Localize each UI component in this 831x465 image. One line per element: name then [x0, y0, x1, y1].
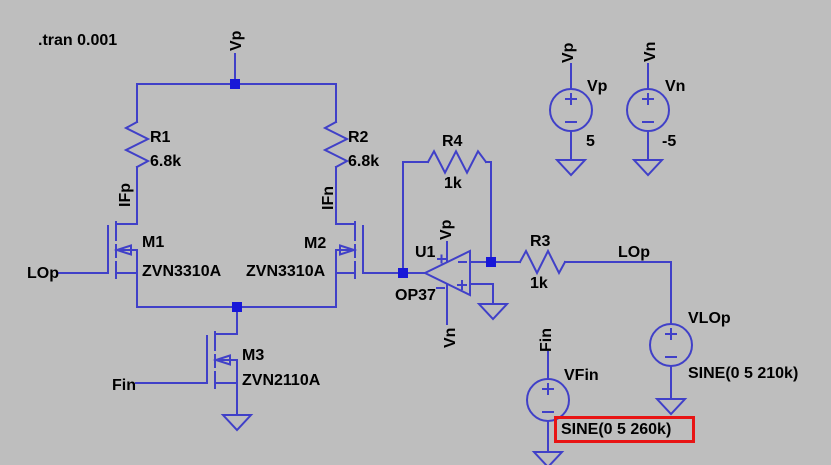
- nmos-M1-symbol[interactable]: [107, 221, 138, 279]
- Vp-value-label[interactable]: 5: [586, 133, 595, 150]
- net-label-Fin-source[interactable]: Fin: [538, 328, 555, 352]
- net-label-LOp-input[interactable]: LOp: [27, 265, 59, 282]
- opamp-U1-symbol[interactable]: [422, 249, 471, 297]
- wire-junction: [230, 79, 240, 89]
- M3-name-label[interactable]: M3: [242, 347, 264, 364]
- ground-icon[interactable]: [222, 414, 252, 431]
- wire-junction: [486, 257, 496, 267]
- net-label-LOp-output[interactable]: LOp: [618, 244, 650, 261]
- net-label-IFp[interactable]: IFp: [117, 183, 134, 207]
- ground-icon[interactable]: [478, 303, 508, 320]
- R3-name-label[interactable]: R3: [530, 233, 551, 250]
- VFin-name-label[interactable]: VFin: [564, 367, 599, 384]
- net-label-U1-vminus[interactable]: Vn: [442, 328, 459, 348]
- U1-model-label[interactable]: OP37: [395, 287, 436, 304]
- R2-name-label[interactable]: R2: [348, 129, 369, 146]
- net-label-Vp-source[interactable]: Vp: [560, 42, 577, 63]
- R3-value-label[interactable]: 1k: [530, 275, 548, 292]
- M1-model-label[interactable]: ZVN3310A: [142, 263, 222, 280]
- wire-junction: [398, 268, 408, 278]
- resistor-R2-symbol[interactable]: [322, 120, 350, 169]
- VFin-value-label[interactable]: SINE(0 5 260k): [561, 421, 671, 438]
- Vn-value-label[interactable]: -5: [662, 133, 676, 150]
- ground-icon[interactable]: [533, 451, 563, 465]
- M2-model-label[interactable]: ZVN3310A: [246, 263, 326, 280]
- voltage-source-Vn-symbol[interactable]: [626, 88, 670, 132]
- Vn-name-label[interactable]: Vn: [665, 78, 685, 95]
- R1-name-label[interactable]: R1: [150, 129, 171, 146]
- R2-value-label[interactable]: 6.8k: [348, 153, 379, 170]
- VLOp-value-label[interactable]: SINE(0 5 210k): [688, 365, 798, 382]
- body-arrow-icon: [212, 354, 231, 366]
- resistor-R4-symbol[interactable]: [426, 149, 488, 175]
- R4-value-label[interactable]: 1k: [444, 175, 462, 192]
- M3-model-label[interactable]: ZVN2110A: [242, 372, 321, 389]
- Vp-name-label[interactable]: Vp: [587, 78, 608, 95]
- nmos-M2-symbol[interactable]: [335, 221, 364, 279]
- VLOp-name-label[interactable]: VLOp: [688, 310, 731, 327]
- vplus-pin-icon: [437, 254, 446, 264]
- wire-junction: [232, 302, 242, 312]
- net-label-vp-rail[interactable]: Vp: [228, 30, 245, 51]
- M1-name-label[interactable]: M1: [142, 234, 164, 251]
- body-arrow-icon: [339, 244, 358, 256]
- net-label-IFn[interactable]: IFn: [320, 186, 337, 210]
- net-label-Vn-source[interactable]: Vn: [642, 42, 659, 62]
- R4-name-label[interactable]: R4: [442, 133, 463, 150]
- R1-value-label[interactable]: 6.8k: [150, 153, 181, 170]
- U1-name-label[interactable]: U1: [415, 244, 436, 261]
- wires[interactable]: [57, 53, 672, 453]
- body-arrow-icon: [113, 244, 132, 256]
- resistor-R1-symbol[interactable]: [123, 120, 151, 169]
- ground-icon[interactable]: [656, 398, 686, 415]
- voltage-source-Vp-symbol[interactable]: [549, 88, 593, 132]
- sim-directive[interactable]: .tran 0.001: [38, 32, 117, 49]
- net-label-U1-vplus[interactable]: Vp: [438, 219, 455, 240]
- highlight-box: [554, 416, 695, 443]
- ground-icon[interactable]: [556, 159, 586, 176]
- net-label-Fin-input[interactable]: Fin: [112, 377, 136, 394]
- M2-name-label[interactable]: M2: [304, 235, 326, 252]
- ground-icon[interactable]: [633, 159, 663, 176]
- resistor-R3-symbol[interactable]: [518, 248, 567, 276]
- nmos-M3-symbol[interactable]: [206, 331, 238, 389]
- voltage-source-VLOp-symbol[interactable]: [649, 323, 693, 367]
- noninverting-input-icon: [457, 280, 467, 290]
- voltage-source-VFin-symbol[interactable]: [526, 378, 570, 422]
